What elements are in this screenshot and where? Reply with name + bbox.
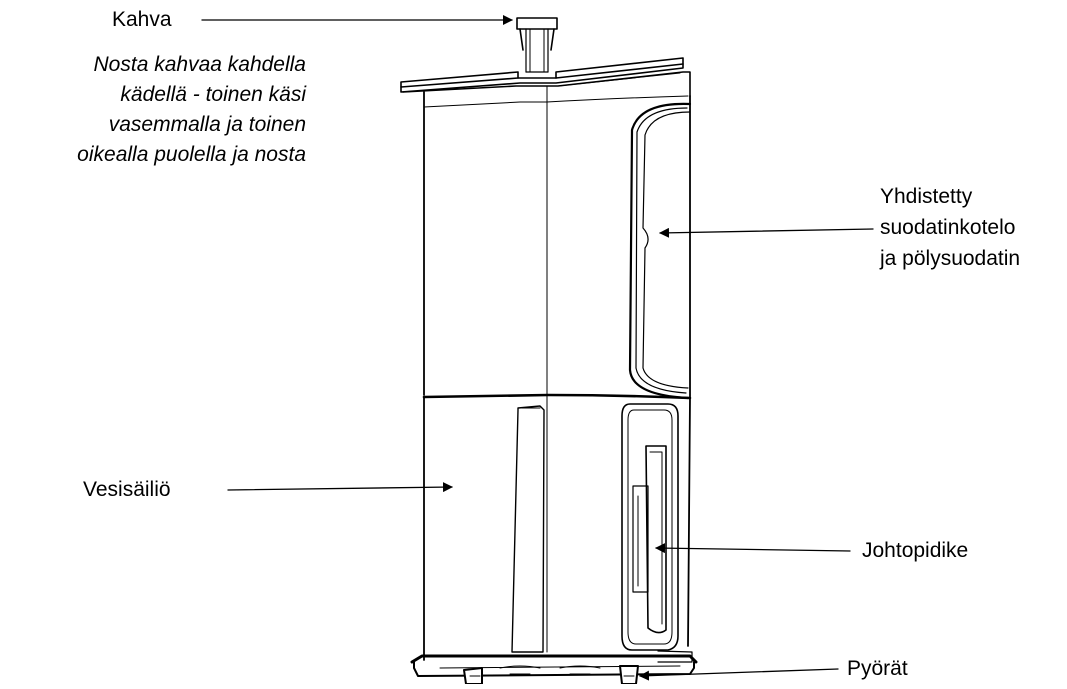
top-handle bbox=[516, 17, 558, 73]
label-filter: Yhdistetty suodatinkotelo ja pölysuodati… bbox=[880, 181, 1020, 274]
label-water-tank: Vesisäiliö bbox=[83, 478, 171, 501]
filter-label-line: ja pölysuodatin bbox=[880, 247, 1021, 270]
instruction-line: kädellä - toinen käsi bbox=[120, 83, 306, 106]
label-cord-holder: Johtopidike bbox=[862, 539, 969, 562]
instruction-line: vasemmalla ja toinen bbox=[108, 113, 306, 136]
arrow-cord-holder bbox=[655, 543, 851, 554]
base bbox=[410, 654, 698, 685]
label-handle: Kahva bbox=[112, 8, 172, 31]
filter-label-line: suodatinkotelo bbox=[880, 216, 1016, 239]
water-tank bbox=[423, 396, 693, 663]
filter-label-line: Yhdistetty bbox=[880, 185, 973, 208]
mid-seam bbox=[422, 393, 692, 400]
upper-body bbox=[423, 85, 692, 401]
leader-lines bbox=[201, 15, 874, 681]
lifting-instruction: Nosta kahvaa kahdella kädellä - toinen k… bbox=[0, 50, 306, 170]
label-wheels: Pyörät bbox=[847, 657, 908, 680]
top-lid bbox=[400, 57, 691, 97]
instruction-line: Nosta kahvaa kahdella bbox=[93, 53, 306, 76]
instruction-line: oikealla puolella ja nosta bbox=[77, 143, 306, 166]
arrow-water-tank bbox=[227, 482, 453, 493]
arrow-filter bbox=[659, 227, 874, 238]
arrow-wheels bbox=[639, 668, 839, 681]
